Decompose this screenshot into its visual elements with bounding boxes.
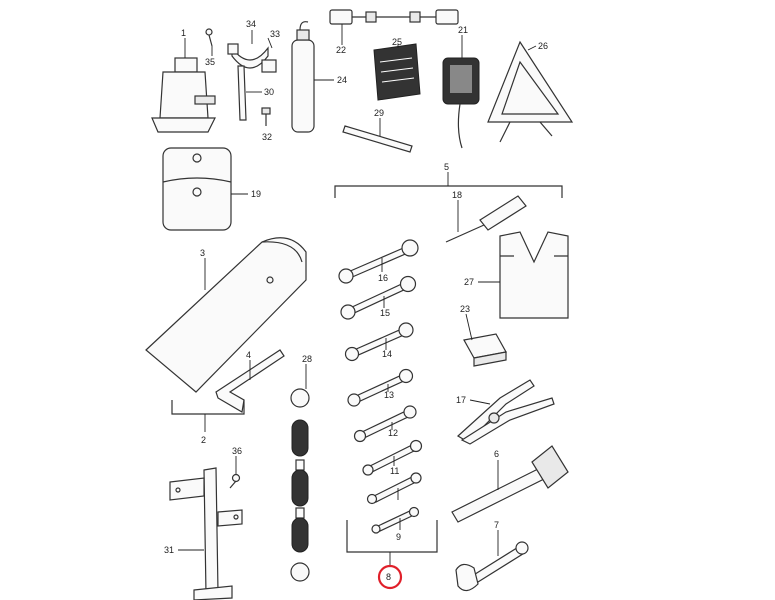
part-16-wrench bbox=[338, 239, 419, 284]
part-17-pliers bbox=[456, 379, 555, 445]
label-31: 31 bbox=[164, 545, 174, 555]
label-21: 21 bbox=[458, 25, 468, 35]
label-33: 33 bbox=[270, 29, 280, 39]
label-29: 29 bbox=[374, 108, 384, 118]
part-4-wheel-brace bbox=[215, 349, 285, 413]
part-24-extinguisher bbox=[291, 21, 334, 133]
label-19: 19 bbox=[251, 189, 261, 199]
group-5-bracket bbox=[334, 172, 563, 198]
label-3: 3 bbox=[200, 248, 205, 258]
label-4: 4 bbox=[246, 350, 251, 360]
label-6: 6 bbox=[494, 449, 499, 459]
label-22: 22 bbox=[336, 45, 346, 55]
part-3-tool-roll bbox=[145, 237, 307, 393]
label-30: 30 bbox=[264, 87, 274, 97]
label-34: 34 bbox=[246, 19, 256, 29]
part-15-wrench bbox=[340, 275, 417, 320]
label-32: 32 bbox=[262, 132, 272, 142]
part-36-screw bbox=[229, 456, 241, 489]
part-21-lamp bbox=[442, 35, 480, 149]
part-27-vest bbox=[478, 231, 569, 319]
label-5: 5 bbox=[444, 162, 449, 172]
label-11: 11 bbox=[390, 466, 399, 476]
label-9: 9 bbox=[396, 532, 401, 542]
part-9-wrench bbox=[371, 506, 420, 534]
part-11-wrench bbox=[362, 439, 423, 476]
part-12-wrench bbox=[353, 405, 417, 443]
highlight-circle-8 bbox=[377, 564, 403, 590]
group-8-bracket bbox=[346, 520, 438, 566]
part-28-chain bbox=[290, 364, 310, 582]
part-13-wrench bbox=[347, 368, 414, 407]
part-18-screwdriver bbox=[445, 195, 527, 243]
part-30-bracket bbox=[227, 30, 277, 121]
label-24: 24 bbox=[337, 75, 347, 85]
label-8: 8 bbox=[386, 572, 391, 582]
label-14: 14 bbox=[382, 349, 392, 359]
label-28: 28 bbox=[302, 354, 312, 364]
part-32-bolt bbox=[261, 107, 271, 126]
label-18: 18 bbox=[452, 190, 462, 200]
label-7: 7 bbox=[494, 520, 499, 530]
part-31-post-bracket bbox=[169, 467, 243, 600]
part-23-sponge bbox=[463, 313, 507, 367]
label-17: 17 bbox=[456, 395, 466, 405]
label-13: 13 bbox=[384, 390, 394, 400]
part-1-jack bbox=[151, 38, 216, 133]
group-2-bracket bbox=[171, 400, 245, 432]
part-22-fuse-strip bbox=[329, 9, 459, 45]
part-29-rod bbox=[342, 118, 413, 153]
label-25: 25 bbox=[392, 37, 402, 47]
part-35-screw bbox=[205, 28, 213, 56]
label-2: 2 bbox=[201, 435, 206, 445]
label-12: 12 bbox=[388, 428, 398, 438]
part-7-adjustable-spanner bbox=[455, 530, 529, 592]
part-19-pouch bbox=[162, 147, 248, 231]
label-27: 27 bbox=[464, 277, 474, 287]
part-14-wrench bbox=[344, 322, 414, 362]
label-35: 35 bbox=[205, 57, 215, 67]
label-1: 1 bbox=[181, 28, 186, 38]
label-23: 23 bbox=[460, 304, 470, 314]
part-6-hammer bbox=[451, 445, 569, 523]
label-16: 16 bbox=[378, 273, 388, 283]
part-10-wrench bbox=[366, 472, 422, 505]
part-25-card bbox=[373, 43, 421, 101]
label-36: 36 bbox=[232, 446, 242, 456]
label-15: 15 bbox=[380, 308, 390, 318]
label-26: 26 bbox=[538, 41, 548, 51]
part-26-warning-triangle bbox=[487, 40, 574, 143]
